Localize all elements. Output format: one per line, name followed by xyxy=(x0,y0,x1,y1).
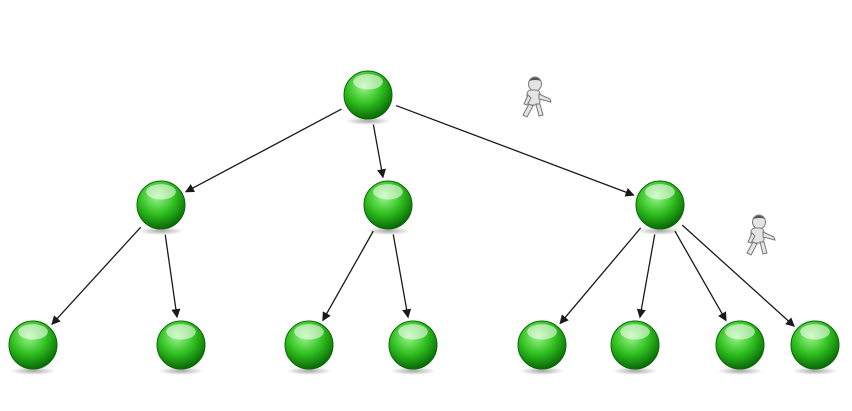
edge-arrow-n3-n3a xyxy=(559,227,642,325)
node-highlight xyxy=(146,184,176,200)
node-shadow xyxy=(612,367,658,375)
node-highlight xyxy=(294,324,324,340)
tree-node-n2b xyxy=(388,320,438,375)
tree-node-n1b xyxy=(156,320,206,375)
node-shadow xyxy=(390,367,436,375)
node-highlight xyxy=(645,184,675,200)
node-highlight xyxy=(725,324,755,340)
node-shadow xyxy=(365,227,411,235)
tree-node-n3 xyxy=(635,180,685,235)
tree-node-n3b xyxy=(610,320,660,375)
node-highlight xyxy=(166,324,196,340)
edge-arrow-n2-n2a xyxy=(322,230,374,322)
node-shadow xyxy=(10,367,56,375)
node-shadow xyxy=(138,227,184,235)
node-shadow xyxy=(637,227,683,235)
node-highlight xyxy=(353,74,383,90)
edge-arrow-n3-n3c xyxy=(674,230,727,322)
tree-node-root xyxy=(343,70,393,125)
node-shadow xyxy=(792,367,838,375)
tree-node-n2a xyxy=(284,320,334,375)
tree-node-n3a xyxy=(517,320,567,375)
edge-arrow-root-n1 xyxy=(184,108,342,193)
node-shadow xyxy=(345,117,391,125)
edges xyxy=(51,104,795,327)
node-highlight xyxy=(527,324,557,340)
edge-arrow-root-n2 xyxy=(372,124,387,179)
edge-arrow-n2-n2b xyxy=(392,234,412,319)
node-highlight xyxy=(18,324,48,340)
walking-figure-icon xyxy=(746,214,776,256)
tree-node-n2 xyxy=(363,180,413,235)
edge-arrow-n3-n3d xyxy=(681,224,795,327)
node-highlight xyxy=(800,324,830,340)
edge-arrow-n3-n3b xyxy=(636,234,656,319)
tree-node-n3c xyxy=(715,320,765,375)
node-shadow xyxy=(158,367,204,375)
node-highlight xyxy=(398,324,428,340)
node-shadow xyxy=(519,367,565,375)
tree-node-n3d xyxy=(790,320,840,375)
node-shadow xyxy=(717,367,763,375)
nodes xyxy=(8,70,840,375)
tree-node-n1a xyxy=(8,320,58,375)
edge-arrow-n1-n1b xyxy=(164,234,181,319)
walkers xyxy=(522,76,776,256)
edge-arrow-n1-n1a xyxy=(51,226,142,326)
tree-node-n1 xyxy=(136,180,186,235)
node-highlight xyxy=(620,324,650,340)
walking-figure-icon xyxy=(522,76,552,118)
edge-arrow-root-n3 xyxy=(395,104,635,197)
node-highlight xyxy=(373,184,403,200)
node-shadow xyxy=(286,367,332,375)
